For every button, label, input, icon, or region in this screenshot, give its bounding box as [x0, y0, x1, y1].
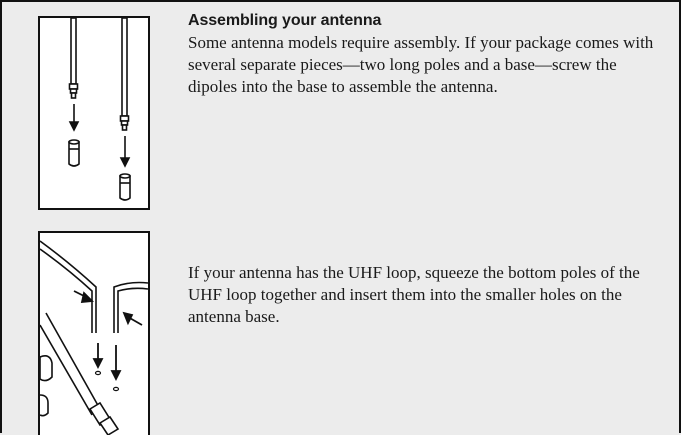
- uhf-loop-icon: [40, 240, 148, 435]
- uhf-loop-illustration: [38, 231, 150, 435]
- assembly-section: Assembling your antenna Some antenna mod…: [188, 10, 658, 98]
- section-heading: Assembling your antenna: [188, 12, 382, 29]
- step2-text: If your antenna has the UHF loop, squeez…: [188, 263, 640, 326]
- step1-text: Some antenna models require assembly. If…: [188, 33, 654, 96]
- uhf-loop-section: If your antenna has the UHF loop, squeez…: [188, 262, 668, 328]
- dipole-assembly-illustration: [38, 16, 150, 210]
- dipole-assembly-icon: [68, 18, 131, 201]
